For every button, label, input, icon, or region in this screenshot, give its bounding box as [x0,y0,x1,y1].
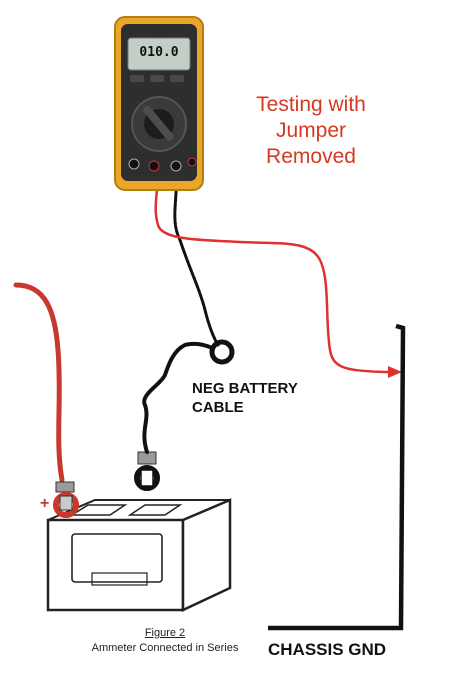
meter-display-reading: 010.0 [139,45,179,60]
figure-caption: Ammeter Connected in Series [91,642,239,654]
neg-battery-cable-label: NEG BATTERY CABLE [192,379,332,417]
positive-battery-cable [13,282,65,483]
red-meter-lead [154,170,397,374]
multimeter [114,16,204,191]
neg-label-line-2: CABLE [192,399,244,416]
negative-terminal [134,451,160,491]
positive-terminal [53,481,79,518]
neg-battery-cable [142,341,220,454]
testing-note-line-2: Jumper [275,119,347,142]
chassis-ground-bar [268,323,406,631]
black-meter-lead [173,170,220,347]
meter-brand-label: ExtechPRO [128,31,149,36]
figure-number: Figure 2 [144,627,186,639]
battery [46,498,232,612]
red-lead-arrowhead [388,366,402,378]
testing-note: Testing with Jumper Removed [236,92,386,170]
meter-model-label: MN36 [170,31,181,36]
ring-terminal [209,339,235,365]
chassis-gnd-label: CHASSIS GND [268,640,387,659]
neg-label-line-1: NEG BATTERY [192,380,298,397]
testing-note-line-3: Removed [266,145,356,168]
testing-note-line-1: Testing with [256,93,366,116]
positive-mark: + [40,495,50,512]
